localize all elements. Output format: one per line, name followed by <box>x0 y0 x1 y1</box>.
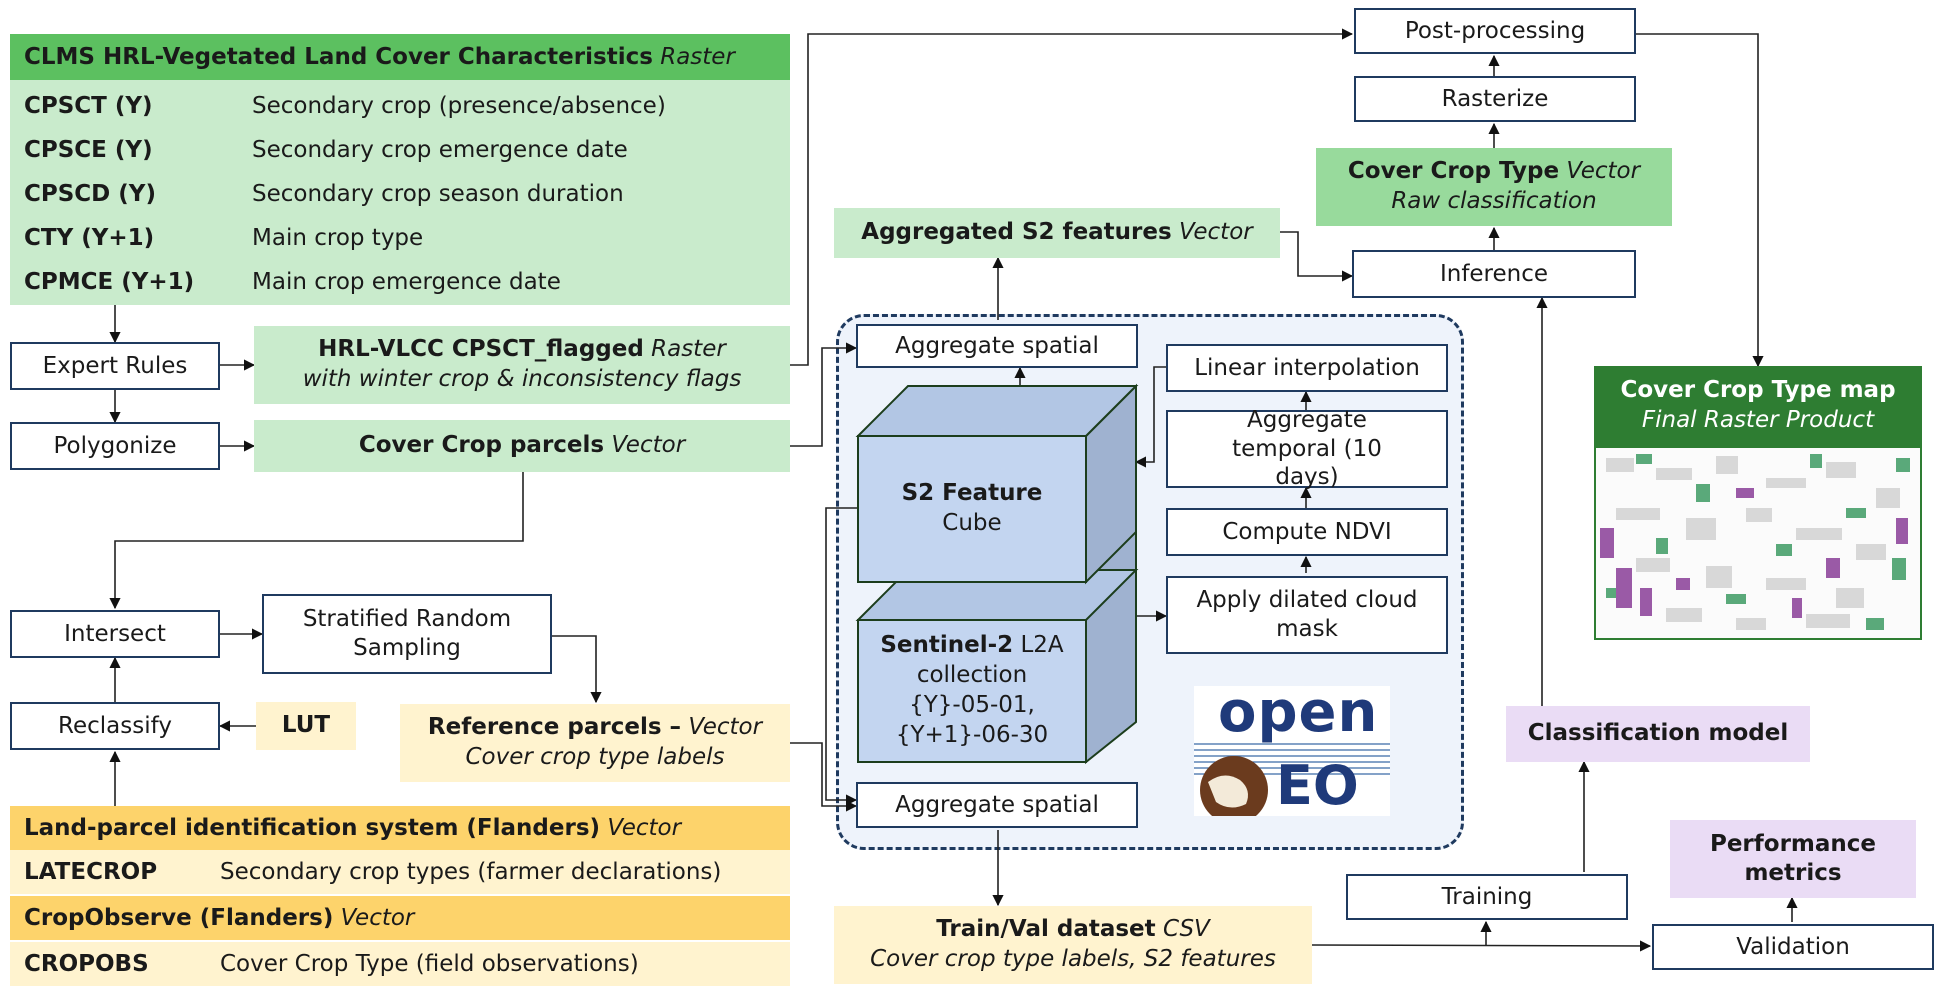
lpis-title: Land-parcel identification system (Fland… <box>24 815 601 841</box>
map-thumbnail <box>1600 454 1910 630</box>
performance-metrics-label: Performance metrics <box>1709 831 1877 886</box>
rasterize-box: Rasterize <box>1354 76 1636 122</box>
feature-cube-top <box>855 385 1139 437</box>
flagged-raster-node: HRL-VLCC CPSCT_flagged Raster with winte… <box>254 326 790 404</box>
reference-title: Reference parcels – <box>427 714 682 741</box>
post-processing-box: Post-processing <box>1354 8 1636 54</box>
training-box: Training <box>1346 874 1628 920</box>
feature-cube-label: S2 Feature Cube <box>858 436 1086 582</box>
clms-title-type: Raster <box>660 44 735 70</box>
trainval-subtitle: Cover crop type labels, S2 features <box>870 946 1276 972</box>
feature-cube-title: S2 Feature <box>901 480 1043 507</box>
reference-subtitle: Cover crop type labels <box>465 744 725 770</box>
cover-crop-map-header: Cover Crop Type map Final Raster Product <box>1594 366 1922 446</box>
compute-ndvi-box: Compute NDVI <box>1166 508 1448 556</box>
clms-row-key: CPSCT (Y) <box>24 93 153 119</box>
classification-model-label: Classification model <box>1527 720 1789 747</box>
expert-rules-box: Expert Rules <box>10 342 220 390</box>
clms-row: CTY (Y+1) Main crop type <box>24 216 423 260</box>
feature-cube-front <box>857 435 1087 583</box>
openeo-logo-bottom: EO <box>1276 754 1359 817</box>
cropobserve-title: CropObserve (Flanders) <box>24 905 334 931</box>
clms-row-key: CPSCE (Y) <box>24 137 153 163</box>
intersect-box: Intersect <box>10 610 220 658</box>
clms-row-desc: Secondary crop season duration <box>252 181 624 207</box>
clms-row-desc: Secondary crop (presence/absence) <box>252 93 666 119</box>
collection-cube-line4: {Y+1}-06-30 <box>895 721 1049 748</box>
clms-row: CPSCT (Y) Secondary crop (presence/absenc… <box>24 84 666 128</box>
reference-type: Vector <box>688 714 763 741</box>
cropobserve-row-key: CROPOBS <box>24 951 149 977</box>
aggregated-s2-title: Aggregated S2 features <box>861 219 1172 246</box>
cover-crop-parcels-node: Cover Crop parcels Vector <box>254 420 790 472</box>
parcels-type: Vector <box>611 432 686 459</box>
flagged-title: HRL-VLCC CPSCT_flagged <box>318 336 644 363</box>
cct-subtitle: Raw classification <box>1391 188 1597 214</box>
cropobserve-header: CropObserve (Flanders) Vector <box>10 896 790 940</box>
cover-crop-map-image <box>1594 446 1922 640</box>
lpis-row-desc: Secondary crop types (farmer declaration… <box>220 859 722 885</box>
collection-cube-label: Sentinel-2 L2A collection {Y}-05-01, {Y+… <box>858 620 1086 762</box>
clms-row-key: CPSCD (Y) <box>24 181 156 207</box>
trainval-dataset-node: Train/Val dataset CSV Cover crop type la… <box>834 906 1312 984</box>
map-title: Cover Crop Type map <box>1620 377 1896 404</box>
cover-crop-type-vector-node: Cover Crop Type Vector Raw classificatio… <box>1316 148 1672 226</box>
polygonize-box: Polygonize <box>10 422 220 470</box>
aggregated-s2-type: Vector <box>1179 219 1253 246</box>
openeo-logo: open EO <box>1194 680 1390 817</box>
feature-cube-subtitle: Cube <box>942 510 1002 536</box>
clms-row-desc: Secondary crop emergence date <box>252 137 628 163</box>
clms-row-key: CPMCE (Y+1) <box>24 269 195 295</box>
inference-box: Inference <box>1352 250 1636 298</box>
collection-cube-line3: {Y}-05-01, <box>909 692 1035 718</box>
cropobserve-row-desc: Cover Crop Type (field observations) <box>220 951 639 977</box>
classification-model-node: Classification model <box>1506 706 1810 762</box>
cropobserve-title-type: Vector <box>340 905 415 931</box>
openeo-logo-top: open <box>1218 680 1379 745</box>
reference-parcels-node: Reference parcels – Vector Cover crop ty… <box>400 704 790 782</box>
cct-type: Vector <box>1566 158 1641 185</box>
flagged-type: Raster <box>651 336 726 363</box>
lpis-row: LATECROP Secondary crop types (farmer dec… <box>10 850 790 894</box>
clms-row-key: CTY (Y+1) <box>24 225 155 251</box>
lpis-row-key: LATECROP <box>24 859 158 885</box>
data-cubes <box>855 383 1139 765</box>
aggregate-spatial-bottom-box: Aggregate spatial <box>856 782 1138 828</box>
trainval-title: Train/Val dataset <box>936 916 1156 943</box>
trainval-type: CSV <box>1162 916 1210 943</box>
map-subtitle: Final Raster Product <box>1641 407 1875 433</box>
flagged-subtitle: with winter crop & inconsistency flags <box>302 366 742 392</box>
collection-cube-line2: collection <box>916 662 1028 689</box>
cct-title: Cover Crop Type <box>1347 158 1560 185</box>
performance-metrics-node: Performance metrics <box>1670 820 1916 898</box>
aggregated-s2-node: Aggregated S2 features Vector <box>834 208 1280 258</box>
cloud-mask-box: Apply dilated cloud mask <box>1166 576 1448 654</box>
collection-cube-front <box>857 619 1087 763</box>
clms-title: CLMS HRL-Vegetated Land Cover Characteri… <box>24 44 653 70</box>
clms-table <box>10 80 790 305</box>
lut-node: LUT <box>256 702 356 750</box>
openeo-logo-waves <box>1194 743 1390 816</box>
collection-cube-level: L2A <box>1020 632 1064 659</box>
clms-row-desc: Main crop emergence date <box>252 269 561 295</box>
lpis-title-type: Vector <box>607 815 682 841</box>
aggregate-temporal-box: Aggregate temporal (10 days) <box>1166 407 1448 490</box>
parcels-title: Cover Crop parcels <box>358 432 605 459</box>
clms-row-desc: Main crop type <box>252 225 424 251</box>
lut-label: LUT <box>281 712 331 739</box>
clms-row: CPMCE (Y+1) Main crop emergence date <box>24 260 561 304</box>
validation-box: Validation <box>1652 924 1934 970</box>
lpis-header: Land-parcel identification system (Fland… <box>10 806 790 850</box>
clms-header: CLMS HRL-Vegetated Land Cover Characteri… <box>10 34 790 80</box>
stratified-sampling-box: Stratified Random Sampling <box>262 594 552 674</box>
clms-row: CPSCD (Y) Secondary crop season duration <box>24 172 624 216</box>
reclassify-box: Reclassify <box>10 702 220 750</box>
clms-row: CPSCE (Y) Secondary crop emergence date <box>24 128 628 172</box>
collection-cube-title: Sentinel-2 <box>880 632 1014 659</box>
aggregate-spatial-top-box: Aggregate spatial <box>856 324 1138 368</box>
linear-interpolation-box: Linear interpolation <box>1166 344 1448 392</box>
cropobserve-row: CROPOBS Cover Crop Type (field observatio… <box>10 942 790 986</box>
